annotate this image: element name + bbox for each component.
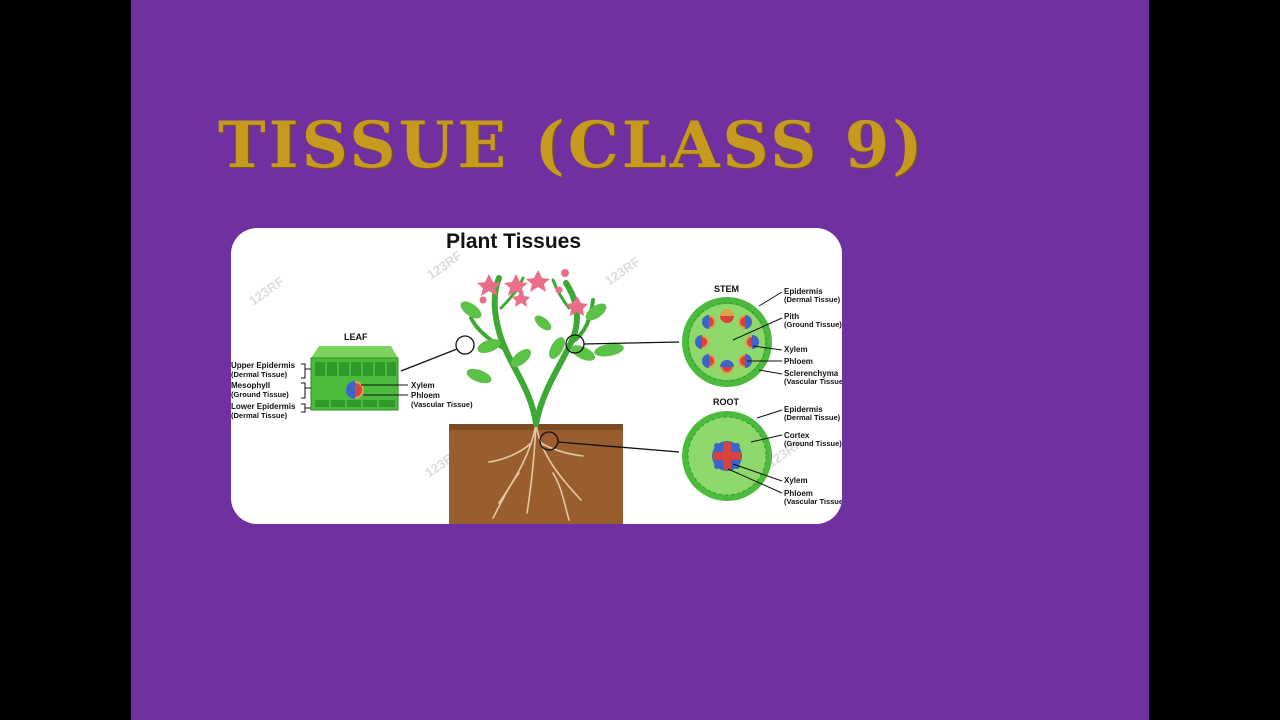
stem-label-pith: Pith [784, 312, 799, 321]
leaf-label-lower-epidermis-tissue: (Dermal Tissue) [231, 411, 288, 420]
root-label-cortex: Cortex [784, 431, 810, 440]
root-label-xylem: Xylem [784, 476, 808, 485]
leaf-label-mesophyll-tissue: (Ground Tissue) [231, 390, 289, 399]
root-cross-section [682, 411, 772, 501]
callout-lines [400, 334, 680, 453]
slide-title: TISSUE (CLASS 9) [218, 108, 926, 183]
plant-roots [488, 423, 584, 521]
root-pointer-lines [727, 409, 783, 494]
stem-label-epidermis-tissue: (Dermal Tissue) [784, 295, 841, 304]
leaf-cross-section [310, 346, 399, 411]
stem-heading: STEM [714, 284, 739, 294]
stem-label-phloem: Phloem [784, 357, 813, 366]
leaf-label-phloem: Phloem [411, 391, 440, 400]
root-label-epidermis: Epidermis [784, 405, 823, 414]
root-label-cortex-tissue: (Ground Tissue) [784, 439, 842, 448]
plant-leaves [460, 301, 624, 384]
stem-pointer-lines [732, 291, 783, 375]
root-label-epidermis-tissue: (Dermal Tissue) [784, 413, 841, 422]
watermark-text: 123RF [246, 274, 287, 309]
leaf-brackets [301, 363, 408, 413]
root-label-phloem: Phloem [784, 489, 813, 498]
leaf-label-mesophyll: Mesophyll [231, 381, 270, 390]
stem-label-pith-tissue: (Ground Tissue) [784, 320, 842, 329]
leaf-label-upper-epidermis-tissue: (Dermal Tissue) [231, 370, 288, 379]
stem-label-sclerenchyma-tissue: (Vascular Tissue) [784, 377, 842, 386]
leaf-label-phloem-tissue: (Vascular Tissue) [411, 400, 473, 409]
leaf-heading: LEAF [344, 332, 368, 342]
watermark-text: 123RF [602, 254, 643, 289]
stem-label-sclerenchyma: Sclerenchyma [784, 369, 839, 378]
stem-label-xylem: Xylem [784, 345, 808, 354]
stem-label-epidermis: Epidermis [784, 287, 823, 296]
root-label-phloem-tissue: (Vascular Tissue) [784, 497, 842, 506]
leaf-label-xylem: Xylem [411, 381, 435, 390]
plant-flowers [477, 269, 588, 316]
diagram-title: Plant Tissues [446, 230, 581, 253]
stem-cross-section [682, 297, 772, 387]
leaf-label-lower-epidermis: Lower Epidermis [231, 402, 296, 411]
root-heading: ROOT [713, 397, 740, 407]
soil-block [449, 424, 623, 524]
plant-tissues-diagram: 123RF 123RF 123RF 123RF 123RF Plant Tiss… [231, 228, 842, 524]
leaf-label-upper-epidermis: Upper Epidermis [231, 361, 296, 370]
